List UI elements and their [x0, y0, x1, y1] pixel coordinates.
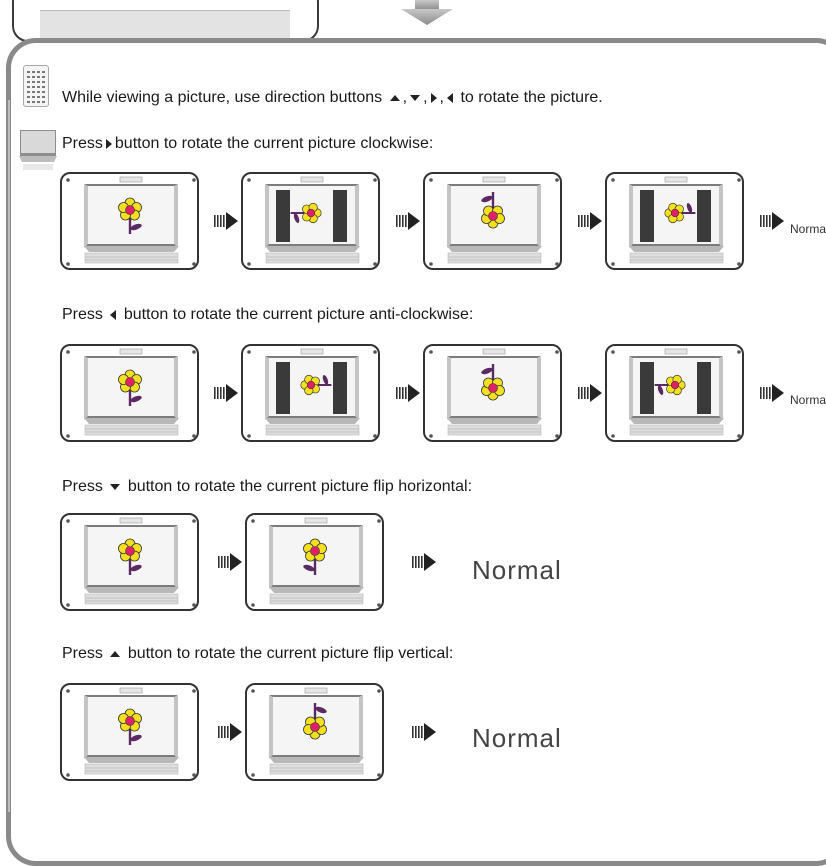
next-step-arrow-icon — [218, 722, 244, 742]
result-label: Normal — [472, 555, 562, 585]
photo-frame-illustration — [245, 513, 384, 611]
photo-frame-illustration — [60, 172, 199, 270]
down-arrow-icon — [410, 94, 421, 101]
next-step-arrow-icon — [760, 383, 786, 403]
next-step-arrow-icon — [218, 552, 244, 572]
section-flip-horizontal-text: Press button to rotate the current pictu… — [62, 478, 473, 495]
result-label: Normal — [472, 723, 562, 753]
photo-frame-illustration — [60, 683, 199, 781]
next-step-arrow-icon — [760, 211, 786, 231]
next-step-arrow-icon — [214, 211, 240, 231]
photo-frame-illustration — [605, 344, 744, 442]
next-step-arrow-icon — [578, 211, 604, 231]
right-arrow-icon — [105, 138, 112, 149]
left-arrow-icon — [110, 309, 117, 320]
section-flip-vertical-text: Press button to rotate the current pictu… — [62, 645, 454, 662]
intro-line: While viewing a picture, use direction b… — [62, 89, 603, 106]
up-arrow-icon — [110, 650, 121, 657]
down-arrow-icon — [110, 483, 121, 490]
next-step-arrow-icon — [214, 383, 240, 403]
remote-control-icon — [23, 65, 49, 107]
photo-frame-illustration — [60, 513, 199, 611]
photo-frame-illustration — [423, 344, 562, 442]
next-step-arrow-icon — [412, 552, 438, 572]
photo-frame-illustration — [60, 344, 199, 442]
previous-section-frame — [12, 0, 319, 42]
right-arrow-icon — [430, 92, 437, 103]
photo-frame-illustration — [241, 172, 380, 270]
next-step-arrow-icon — [396, 211, 422, 231]
next-step-arrow-icon — [412, 722, 438, 742]
down-arrow-icon — [401, 0, 453, 25]
result-label: Norma — [790, 222, 826, 236]
left-arrow-icon — [446, 92, 453, 103]
section-anticlockwise-text: Press button to rotate the current pictu… — [62, 306, 474, 323]
photo-frame-illustration — [241, 344, 380, 442]
photo-frame-icon — [19, 130, 57, 170]
photo-frame-illustration — [605, 172, 744, 270]
result-label: Norma — [790, 393, 826, 407]
up-arrow-icon — [389, 94, 400, 101]
photo-frame-illustration — [245, 683, 384, 781]
next-step-arrow-icon — [578, 383, 604, 403]
next-step-arrow-icon — [396, 383, 422, 403]
photo-frame-illustration — [423, 172, 562, 270]
